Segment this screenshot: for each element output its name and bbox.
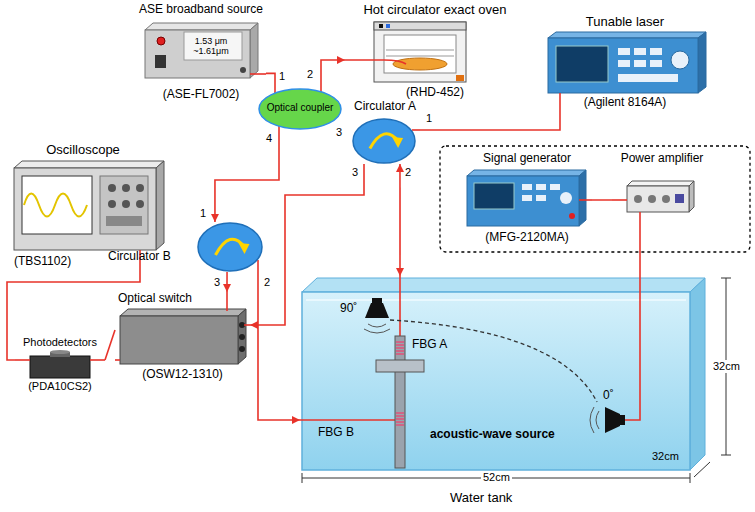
port-number: 1: [200, 207, 206, 220]
power-amplifier: Power amplifier: [612, 152, 712, 222]
fiber-connector: [321, 60, 345, 88]
model-number: (RHD-452): [345, 86, 525, 100]
fiber-connector: [215, 130, 279, 222]
speaker-symbol: [590, 407, 625, 433]
port-number: 1: [426, 112, 432, 125]
dimension-lines: [302, 278, 731, 483]
photodetector-drawing: [15, 350, 105, 378]
fbg-mount: [376, 336, 424, 468]
oven: Hot circulator exact oven (RHD-452): [345, 2, 525, 100]
tunable-laser: Tunable laser (Agilent 8164A): [540, 14, 710, 110]
device-name: Circulator A: [350, 100, 420, 114]
device-name: Optical switch: [118, 292, 228, 306]
device-name: Tunable laser: [540, 15, 710, 30]
device-name: Power amplifier: [612, 152, 712, 166]
photodetector: Photodetectors (PDA10CS2): [15, 336, 105, 394]
signal-generator: Signal generator (MFG-2120MA): [462, 152, 592, 247]
dimension-label: 52cm: [481, 471, 512, 484]
dotted-group-frame: [440, 146, 750, 252]
port-number: 4: [266, 132, 272, 145]
grating-label: FBG A: [412, 338, 447, 352]
fiber-connector: [7, 270, 140, 360]
fiber-connector: [639, 222, 641, 276]
model-number: (Agilent 8164A): [540, 96, 710, 110]
port-number: 2: [307, 68, 313, 81]
fiber-connector: [420, 110, 560, 130]
dimension-label: 32cm: [711, 360, 742, 373]
optical-switch-drawing: [115, 292, 250, 364]
grating-label: FBG B: [318, 426, 354, 440]
optical-switch: Optical switch (OSW12-1310): [115, 292, 250, 384]
port-number: 3: [214, 276, 220, 289]
fiber-stubs: [258, 88, 420, 272]
port-number: 1: [279, 70, 285, 83]
power-amplifier-drawing: [612, 181, 694, 222]
angle-label: 0˚: [603, 389, 614, 403]
device-name: Oscilloscope: [28, 143, 138, 158]
model-number: (ASE-FL7002): [136, 88, 266, 102]
device-name: Water tank: [450, 491, 560, 506]
device-name: Photodetectors: [15, 336, 105, 349]
optical-coupler: Optical coupler: [258, 88, 342, 130]
tank-fibers: [300, 276, 640, 420]
rotation-arc: [390, 320, 597, 402]
circulator: Circulator B: [108, 222, 263, 272]
fiber-connector: [250, 164, 364, 325]
device-name: Hot circulator exact oven: [345, 3, 525, 18]
device-name: Circulator B: [108, 250, 194, 264]
device-name: Signal generator: [462, 152, 592, 166]
model-number: (TBS1102): [14, 255, 104, 269]
model-number: (MFG-2120MA): [462, 231, 592, 245]
port-number: 3: [352, 166, 358, 179]
water-tank-drawing: [302, 278, 705, 470]
signal-generator-drawing: [467, 170, 592, 226]
light-source: ASE broadband source 1.53 μm ~1.61μm (ASE-…: [136, 3, 266, 105]
fiber-connector: [266, 73, 275, 88]
fiber-connector: [258, 272, 300, 420]
circulator: Circulator A: [350, 100, 420, 164]
ase-source-drawing: [145, 23, 266, 78]
port-number: 2: [264, 276, 270, 289]
wavelength-range: 1.53 μm ~1.61μm: [186, 36, 236, 57]
fiber-connector: [592, 199, 612, 201]
model-number: (PDA10CS2): [15, 380, 105, 393]
node-outline: [352, 118, 416, 164]
fiber-connector: [226, 272, 228, 292]
fiber-connector: [399, 164, 401, 276]
node-outline: [197, 222, 263, 272]
device-name: Optical coupler: [262, 102, 338, 114]
port-number: 3: [336, 126, 342, 139]
device-name: ASE broadband source: [136, 3, 266, 17]
port-number: 2: [405, 166, 411, 179]
angle-label: 90˚: [340, 302, 357, 316]
speaker-symbol: [364, 298, 390, 333]
source-label: acoustic-wave source: [430, 428, 555, 442]
model-number: (OSW12-1310): [115, 368, 250, 382]
dimension-label: 32cm: [652, 450, 679, 463]
fiber-connector: [105, 330, 115, 360]
oven-drawing: [345, 22, 466, 82]
